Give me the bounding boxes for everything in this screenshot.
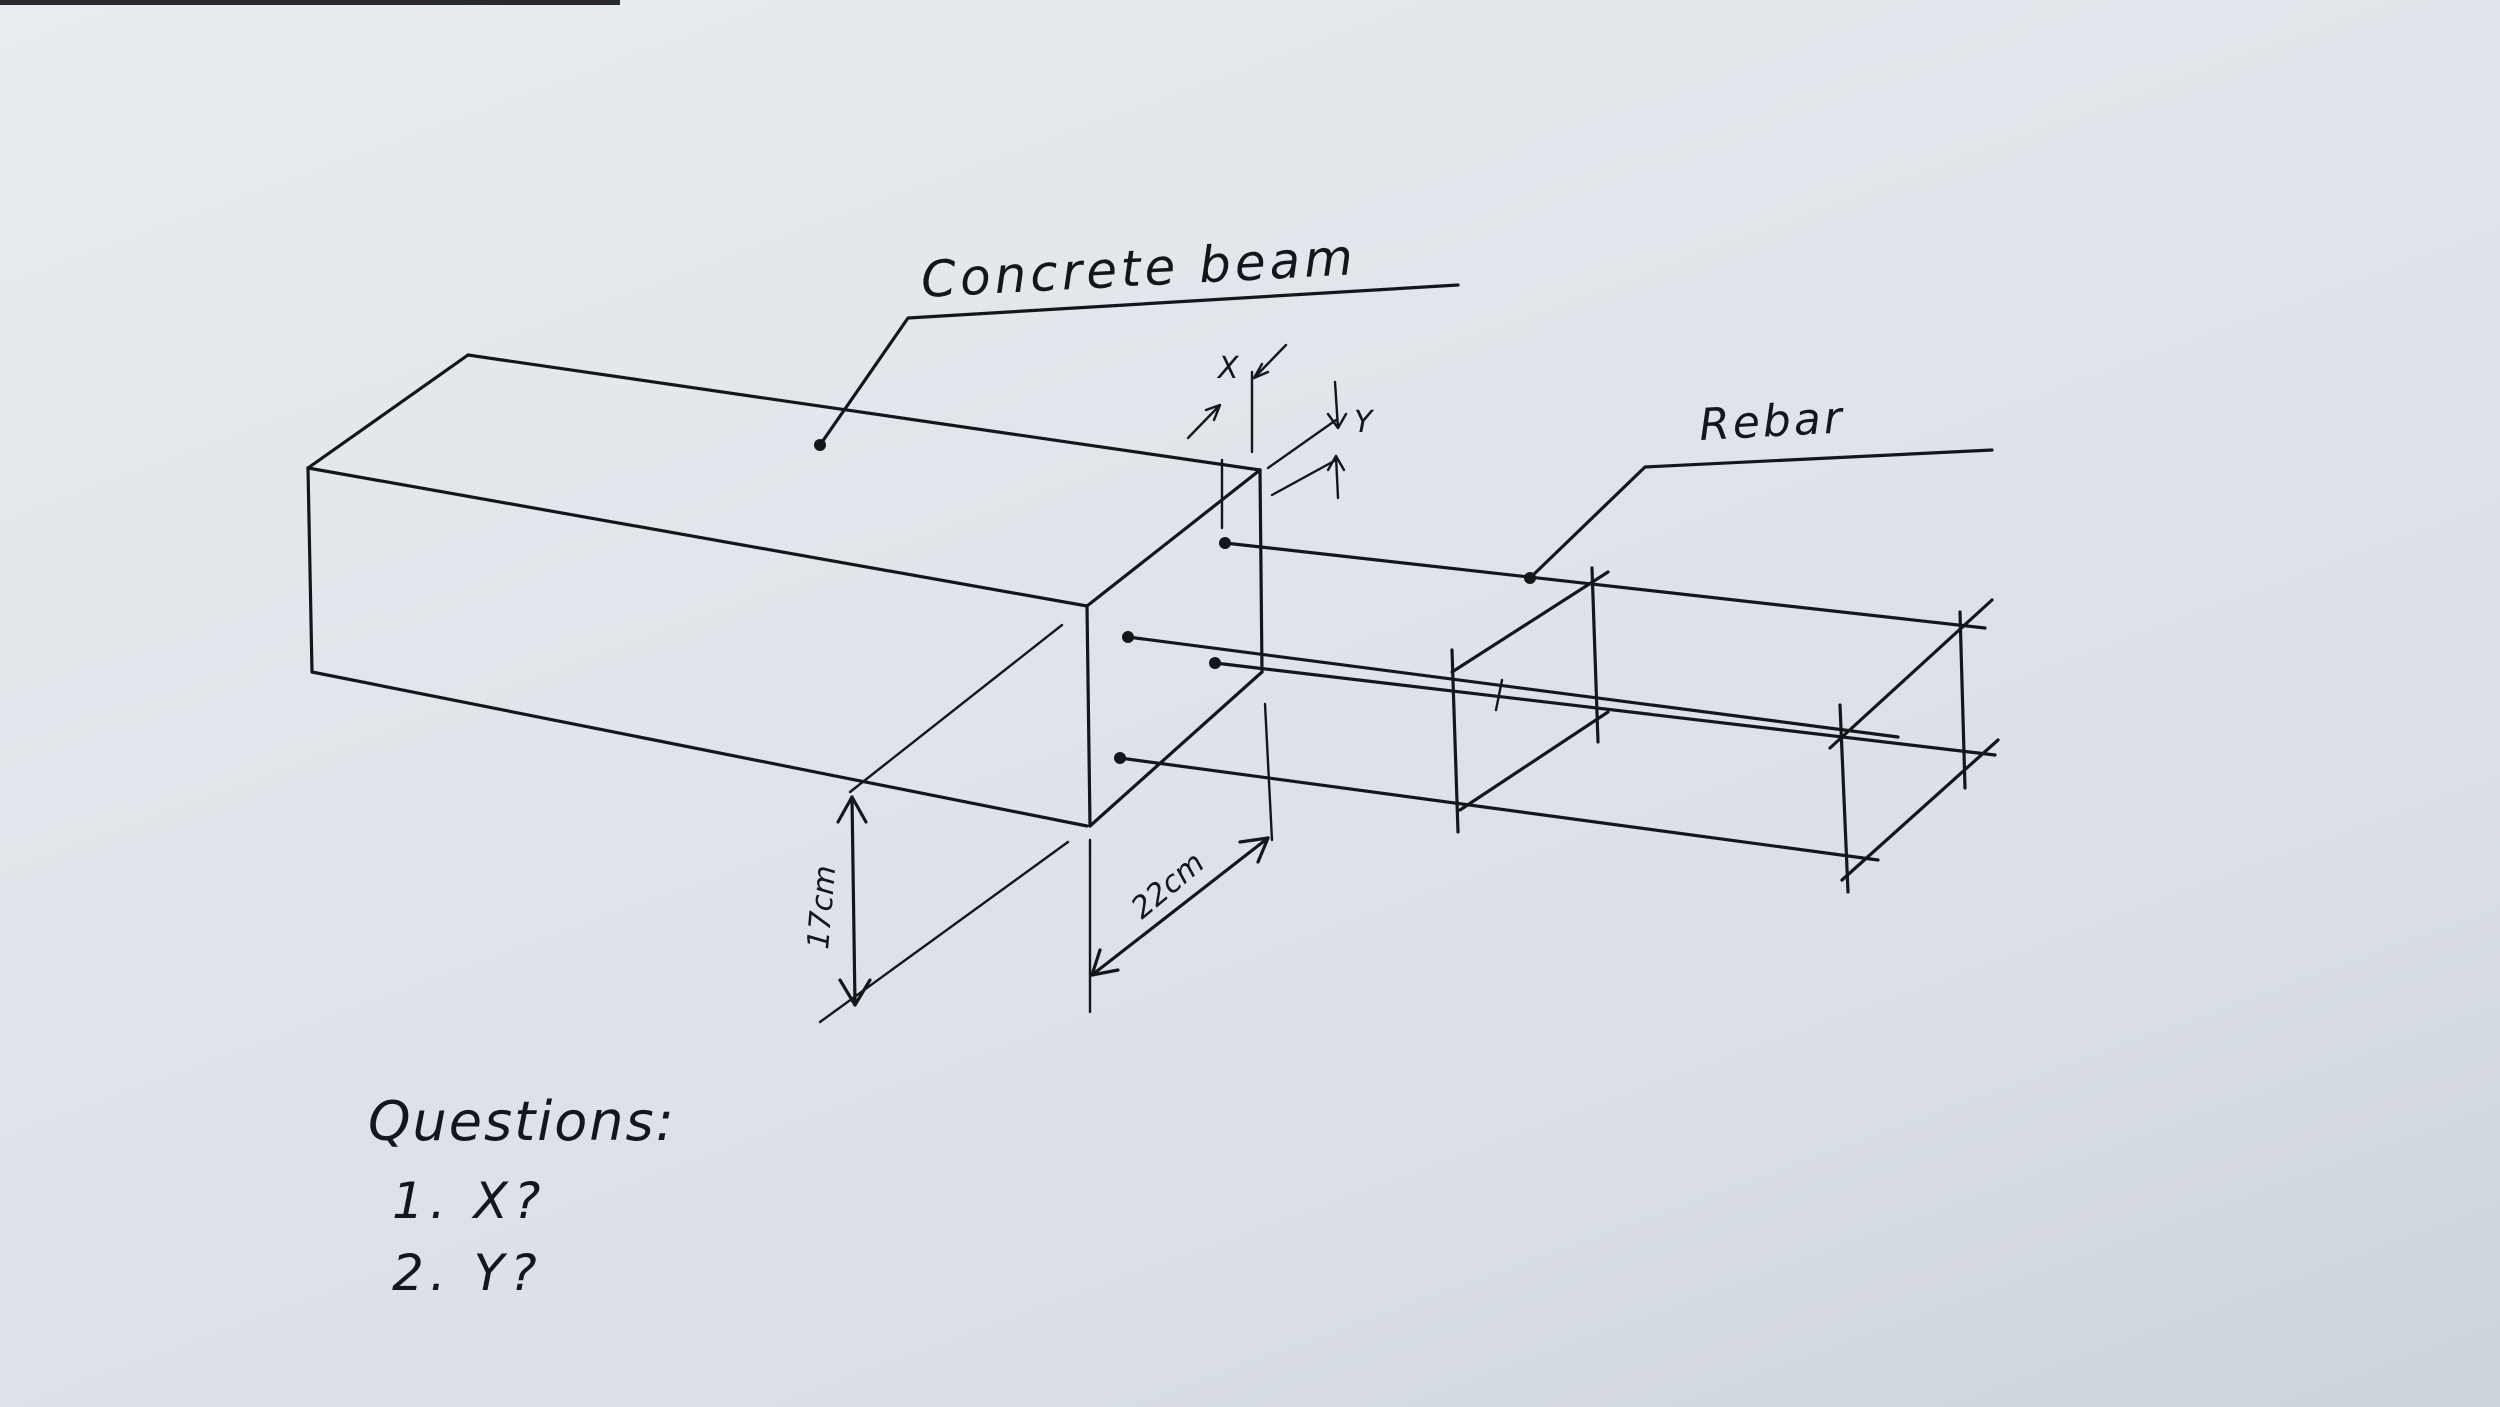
height-dim-line [850, 795, 857, 1007]
beam-end-front-vertical [1085, 604, 1092, 828]
rebar-bottom-back [1213, 661, 1997, 757]
stirrup-2-bottom [1840, 738, 2000, 882]
stirrup-1-bottom [1458, 710, 1610, 812]
height-dimension [836, 795, 872, 1007]
x-dimension [1186, 343, 1288, 440]
height-dim-arrow-bottom [838, 978, 872, 1007]
beam-top-right-edge [1085, 468, 1262, 608]
beam-top-left-edge [306, 353, 470, 470]
y-label: Y [1354, 405, 1375, 440]
ext-line-height-top [848, 623, 1064, 794]
width-dim-arrow-right [1238, 836, 1270, 864]
x-arrow-right [1252, 343, 1288, 380]
paper-edge-shadow [0, 0, 620, 5]
stirrup-1-back [1590, 566, 1600, 744]
ext-line-y-bottom [1270, 458, 1338, 497]
stirrup-2-back [1958, 610, 1967, 790]
height-label: 17cm [801, 864, 843, 951]
ext-line-height-bottom [818, 840, 1070, 1024]
stirrup-2-front [1838, 703, 1850, 894]
ext-line-y-top [1266, 418, 1338, 470]
questions-block: Questions: 1. X? 2. Y? [368, 1090, 676, 1302]
y-dimension [1326, 380, 1348, 500]
rebar-bottom-front [1118, 756, 1880, 862]
concrete-beam-leader [818, 283, 1460, 447]
rebar-leader [1528, 448, 1994, 580]
y-arrow-top [1326, 380, 1348, 430]
width-dimension [1090, 836, 1270, 977]
beam-bottom-front-edge [310, 670, 1089, 828]
concrete-beam-leader-dot [814, 439, 826, 451]
x-arrow-left [1186, 403, 1222, 440]
width-dim-line [1090, 836, 1270, 977]
beam-left-vertical [306, 466, 314, 674]
questions-title: Questions: [368, 1090, 676, 1153]
cage-tick-1 [1494, 678, 1504, 712]
stirrup-2-top [1828, 598, 1994, 750]
stirrup-1-front [1450, 648, 1460, 834]
x-label: X [1216, 351, 1240, 386]
rebar-cage [1118, 541, 2000, 894]
rebar-label: Rebar [1698, 392, 1846, 451]
rebar-top-back [1223, 541, 1987, 630]
width-dim-arrow-left [1090, 948, 1120, 977]
rebar-leader-dot [1524, 572, 1536, 584]
y-arrow-bottom [1326, 454, 1346, 500]
question-1: 1. X? [392, 1172, 546, 1230]
beam-top-front-edge [306, 466, 1089, 608]
ext-line-width-right [1263, 702, 1274, 842]
concrete-beam-label: Concrete beam [920, 228, 1359, 309]
beam-end-back-vertical [1258, 468, 1264, 674]
height-dim-arrow-top [836, 795, 868, 824]
beam-end-bottom-edge [1088, 670, 1264, 828]
beam-top-back-edge [466, 353, 1262, 472]
stirrup-1-top [1450, 570, 1610, 674]
rebar-top-front [1126, 635, 1900, 739]
question-2: 2. Y? [392, 1244, 543, 1302]
